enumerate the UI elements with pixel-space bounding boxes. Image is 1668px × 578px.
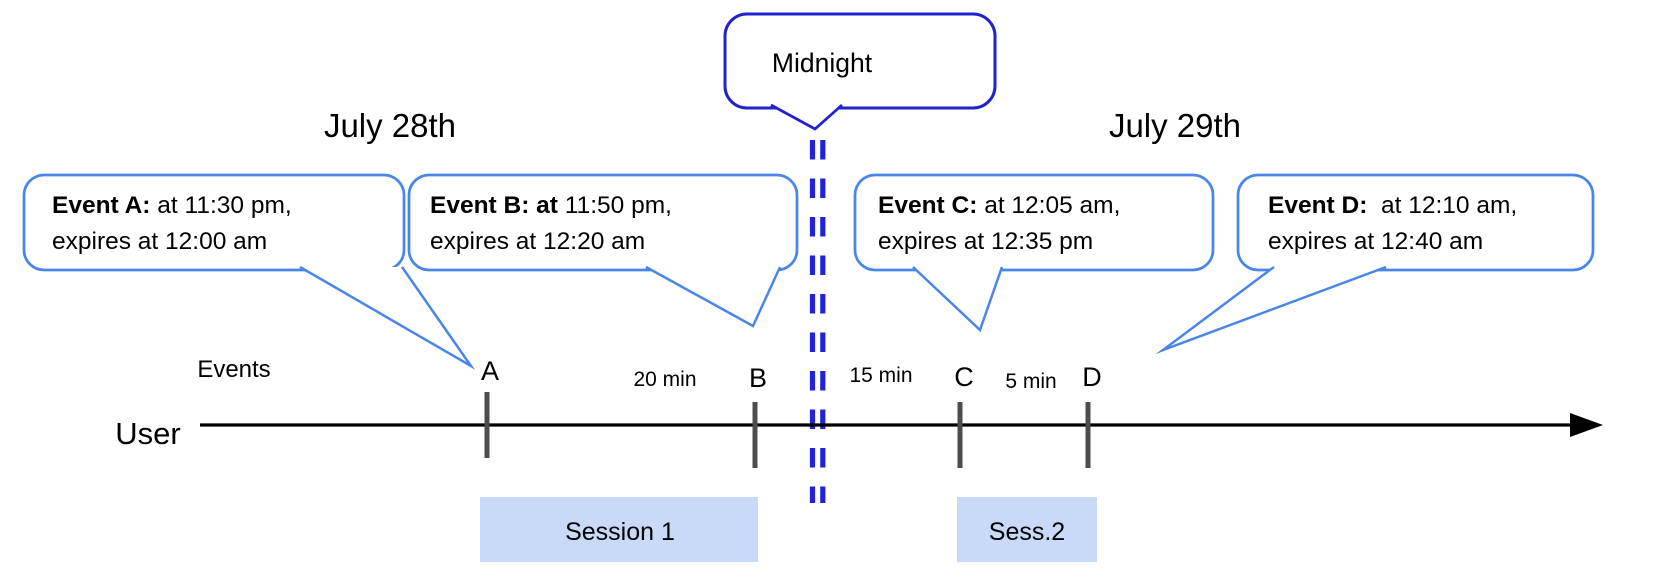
event-a-bubble: [22, 173, 406, 272]
event-a-text-line2: expires at 12:00 am: [52, 228, 267, 255]
tick-label-a: A: [481, 356, 499, 386]
event-b-text-line2: expires at 12:20 am: [430, 228, 645, 255]
tick-c: [957, 402, 963, 468]
event-c-bubble-tail: [912, 266, 1004, 333]
midnight-bubble-tail: [770, 103, 843, 131]
event-c-text-line2: expires at 12:35 pm: [878, 228, 1093, 255]
event-d-text-line2: expires at 12:40 am: [1268, 228, 1483, 255]
event-callout-b: Event B: at 11:50 pm, expires at 12:20 a…: [407, 173, 799, 328]
session-1-box: [480, 497, 758, 562]
event-b-text-line1: Event B: at 11:50 pm,: [430, 192, 672, 219]
sessions: Session 1 Sess.2: [480, 497, 1097, 562]
session-2-box: [957, 497, 1097, 562]
event-d-bubble-tail: [1155, 265, 1387, 355]
midnight-bubble: [723, 12, 997, 110]
session-1-label: Session 1: [565, 518, 675, 546]
tick-label-b: B: [749, 363, 767, 393]
tick-d: [1085, 402, 1091, 468]
event-callout-c: Event C: at 12:05 am, expires at 12:35 p…: [853, 173, 1215, 333]
interval-15min: 15 min: [849, 364, 912, 387]
user-label: User: [115, 416, 180, 451]
tick-label-d: D: [1082, 362, 1102, 392]
event-b-bubble: [407, 173, 799, 272]
midnight-divider: [809, 140, 826, 503]
date-july-28: July 28th: [324, 107, 456, 144]
event-c-bubble: [853, 173, 1215, 272]
timeline: A B C D 20 min 15 min 5 min: [200, 356, 1603, 468]
event-a-text-line1: Event A: at 11:30 pm,: [52, 192, 292, 219]
timeline-arrowhead: [1570, 413, 1603, 437]
tick-b: [752, 402, 758, 468]
event-d-bubble: [1236, 173, 1595, 272]
midnight-callout: Midnight: [723, 12, 997, 131]
events-label: Events: [197, 356, 270, 383]
midnight-label: Midnight: [772, 48, 873, 78]
event-d-text-line1: Event D: at 12:10 am,: [1268, 192, 1517, 219]
event-c-text-line1: Event C: at 12:05 am,: [878, 192, 1120, 219]
event-a-bubble-tail: [299, 265, 476, 370]
session-2-label: Sess.2: [989, 518, 1065, 546]
interval-5min: 5 min: [1005, 370, 1056, 393]
date-july-29: July 29th: [1109, 107, 1241, 144]
interval-20min: 20 min: [633, 368, 696, 391]
event-b-bubble-tail: [645, 265, 782, 328]
event-callout-d: Event D: at 12:10 am, expires at 12:40 a…: [1155, 173, 1595, 355]
tick-label-c: C: [954, 362, 974, 392]
event-callout-a: Event A: at 11:30 pm, expires at 12:00 a…: [22, 173, 476, 370]
tick-a: [484, 392, 490, 458]
